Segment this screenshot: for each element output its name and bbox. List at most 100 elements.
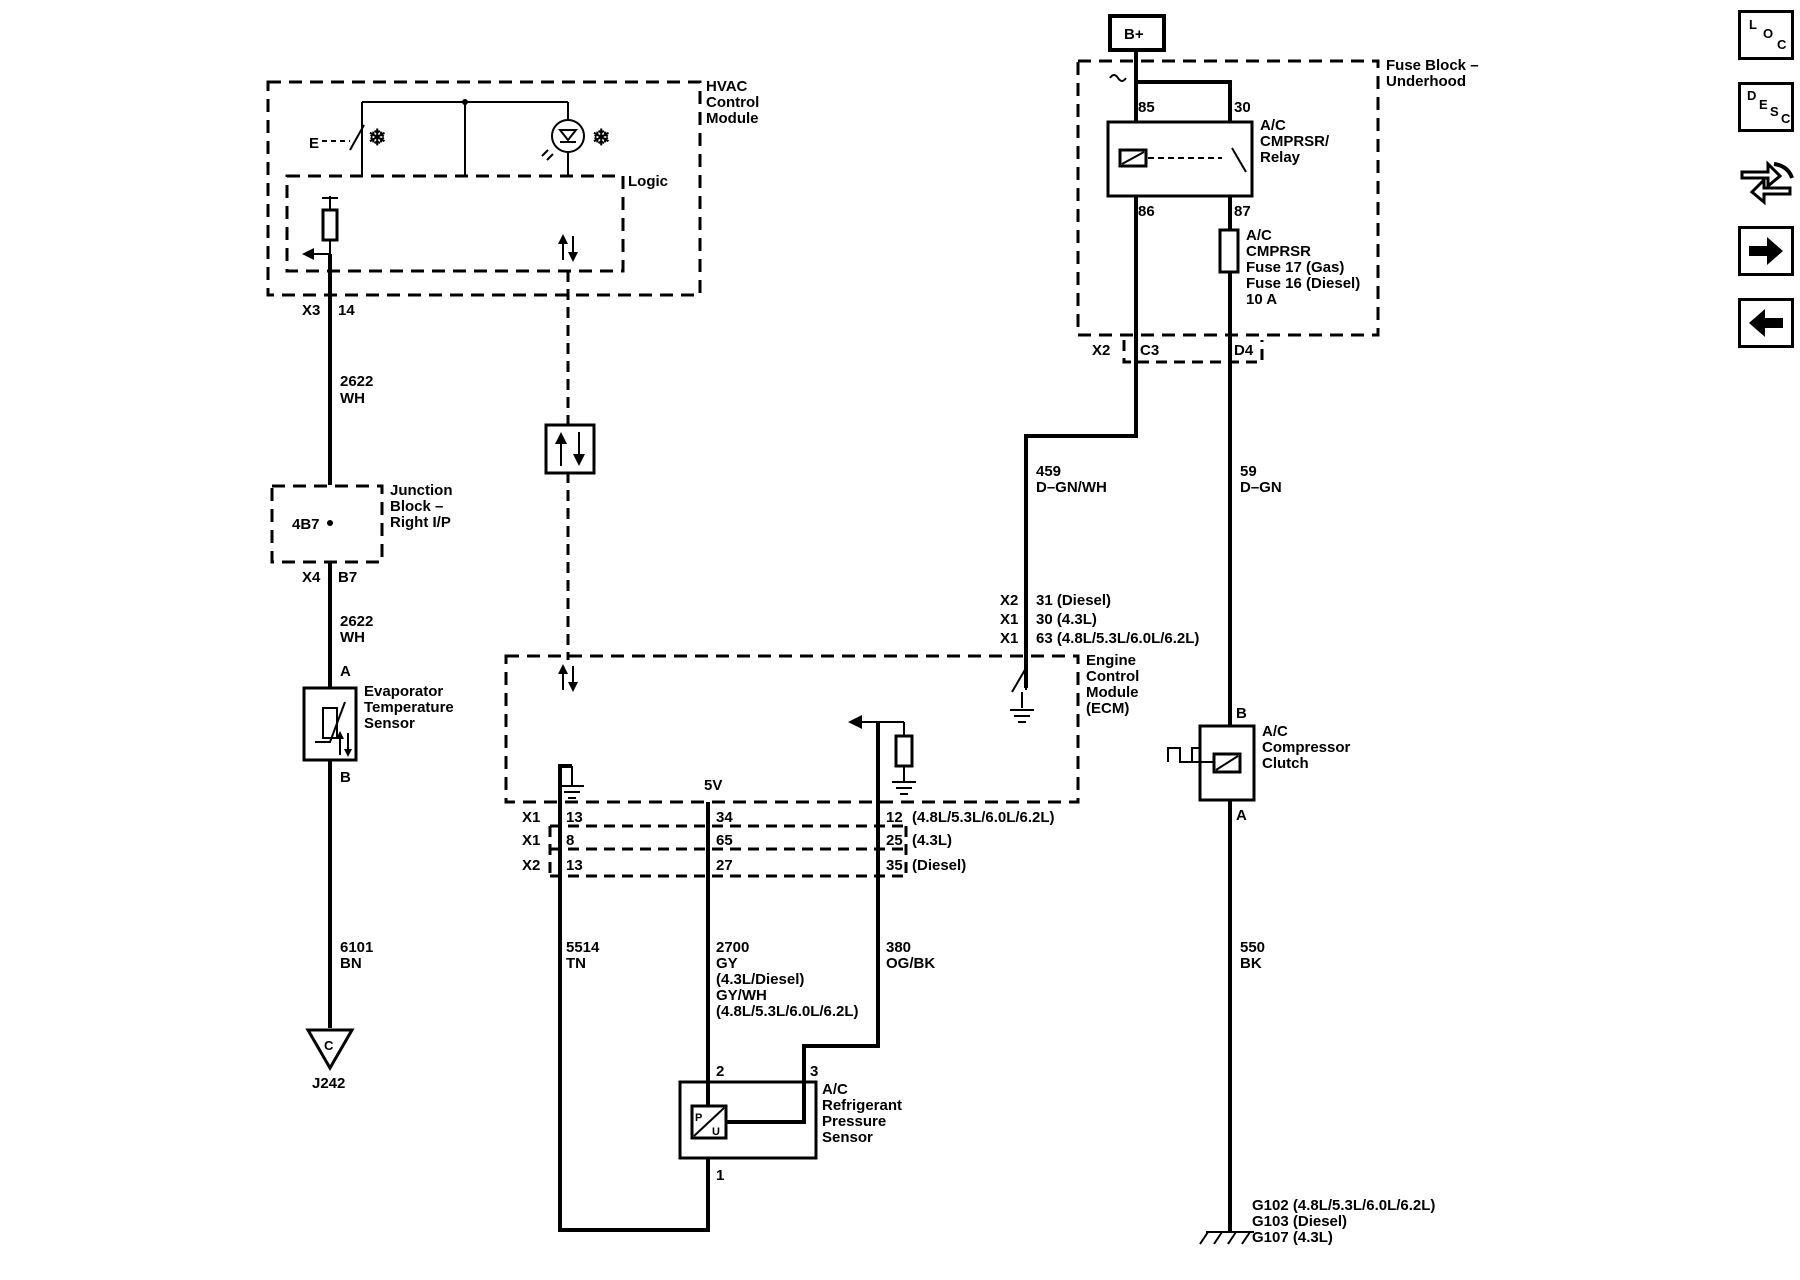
clutch-title-1: A/C <box>1262 723 1288 740</box>
relay-pin-87: 87 <box>1234 203 1251 220</box>
ac-refrigerant-pressure-sensor: P U 2 3 1 A/C Refrigerant Pressure Senso… <box>678 1063 902 1184</box>
ecm-title-2: Control <box>1086 668 1139 685</box>
fuse-title-3: Fuse 17 (Gas) <box>1246 259 1344 276</box>
wire-459-circuit: 459 <box>1036 463 1061 480</box>
ecm-row-1-connector: X1 <box>522 809 540 826</box>
ecm-row-3-pin-1: 13 <box>566 857 583 874</box>
wire-550-circuit: 550 <box>1240 939 1265 956</box>
ecm-row-3-pin-3: 35 <box>886 857 903 874</box>
jb-pin: B7 <box>338 569 357 586</box>
pressure-p: P <box>695 1112 702 1124</box>
wire-550-color: BK <box>1240 955 1262 972</box>
pressure-u: U <box>712 1126 720 1138</box>
jb-title-1: Junction <box>390 482 453 499</box>
wire-2700-line-4: (4.8L/5.3L/6.0L/6.2L) <box>716 1003 859 1020</box>
ecm-5v-label: 5V <box>704 777 722 794</box>
logic-label: Logic <box>628 173 668 190</box>
snowflake-icon-2: ❄ <box>592 125 610 150</box>
relay-title-3: Relay <box>1260 149 1301 166</box>
wire-5514-color: TN <box>566 955 586 972</box>
desc-letter-c: C <box>1781 111 1791 126</box>
evap-pin-b: B <box>340 769 351 786</box>
ecm-row-1-note: (4.8L/5.3L/6.0L/6.2L) <box>912 809 1055 826</box>
wire-2622-lower-circuit: 2622 <box>340 613 373 630</box>
clutch-pin-a: A <box>1236 807 1247 824</box>
loc-letter-l: L <box>1749 17 1757 32</box>
evap-title-3: Sensor <box>364 715 415 732</box>
pressure-title-3: Pressure <box>822 1113 886 1130</box>
ecm-row-3-pin-2: 27 <box>716 857 733 874</box>
wire-459-color: D–GN/WH <box>1036 479 1107 496</box>
wire-2622-lower-color: WH <box>340 629 365 646</box>
wire-2700-line-3: GY/WH <box>716 987 767 1004</box>
fuse-title-5: 10 A <box>1246 291 1277 308</box>
ecm-pin-row-1-pin: 31 (Diesel) <box>1036 592 1111 609</box>
hvac-title-1: HVAC <box>706 78 748 95</box>
wire-2700-line-2: (4.3L/Diesel) <box>716 971 804 988</box>
relay-title-1: A/C <box>1260 117 1286 134</box>
ecm-row-2-connector: X1 <box>522 832 540 849</box>
pressure-pin-3: 3 <box>810 1063 818 1080</box>
loc-letter-c: C <box>1777 37 1787 52</box>
next-button[interactable] <box>1738 226 1794 276</box>
fuse-block-pin-d4: D4 <box>1234 342 1254 359</box>
fuse-block-pin-c3: C3 <box>1140 342 1159 359</box>
ecm-pin-row-2-pin: 30 (4.3L) <box>1036 611 1097 628</box>
wire-59-circuit: 59 <box>1240 463 1257 480</box>
relay-pin-30: 30 <box>1234 99 1251 116</box>
ecm-row-3-note: (Diesel) <box>912 857 966 874</box>
wire-2622-color: WH <box>340 390 365 407</box>
serial-data-icon <box>544 423 596 475</box>
hvac-connector: X3 <box>302 302 320 319</box>
hvac-control-module: HVAC Control Module Logic E ❄ ❄ X3 14 <box>266 78 759 319</box>
clutch-title-2: Compressor <box>1262 739 1351 756</box>
wire-5514 <box>558 764 710 1232</box>
e-label: E <box>309 135 319 152</box>
engine-control-module: Engine Control Module (ECM) 5V X1 13 34 … <box>504 652 1139 878</box>
evap-pin-a: A <box>340 663 351 680</box>
wire-2622-circuit: 2622 <box>340 373 373 390</box>
ecm-row-2-pin-3: 25 <box>886 832 903 849</box>
relay-title-2: CMPRSR/ <box>1260 133 1330 150</box>
fuse-block-connector: X2 <box>1092 342 1110 359</box>
snowflake-icon: ❄ <box>368 125 386 150</box>
ecm-row-1-pin-1: 13 <box>566 809 583 826</box>
jb-title-3: Right I/P <box>390 514 451 531</box>
ecm-title-1: Engine <box>1086 652 1136 669</box>
ecm-row-2-pin-2: 65 <box>716 832 733 849</box>
ecm-pin-row-3-pin: 63 (4.8L/5.3L/6.0L/6.2L) <box>1036 630 1199 647</box>
pressure-pin-2: 2 <box>716 1063 724 1080</box>
ecm-row-2-pin-1: 8 <box>566 832 574 849</box>
connector-c-j242: C J242 <box>305 1028 355 1092</box>
ground-g107: G107 (4.3L) <box>1252 1229 1333 1246</box>
relay-pin-85: 85 <box>1138 99 1155 116</box>
ecm-row-1-pin-3: 12 <box>886 809 903 826</box>
previous-button[interactable] <box>1738 298 1794 348</box>
wire-380-circuit: 380 <box>886 939 911 956</box>
location-button[interactable]: L O C <box>1738 10 1794 60</box>
description-button[interactable]: D E S C <box>1738 82 1794 132</box>
desc-letter-e: E <box>1759 97 1768 112</box>
clutch-pin-b: B <box>1236 705 1247 722</box>
ecm-row-2-note: (4.3L) <box>912 832 952 849</box>
ground-g102: G102 (4.8L/5.3L/6.0L/6.2L) <box>1252 1197 1435 1214</box>
pressure-pin-1: 1 <box>716 1167 724 1184</box>
wire-459 <box>1024 196 1138 688</box>
ecm-row-1-pin-2: 34 <box>716 809 733 826</box>
wire-relay-30 <box>1136 80 1232 122</box>
pressure-title-4: Sensor <box>822 1129 873 1146</box>
desc-letter-d: D <box>1747 88 1757 103</box>
jb-connector: X4 <box>302 569 321 586</box>
ground-g103: G103 (Diesel) <box>1252 1213 1347 1230</box>
next-arrow-icon <box>1749 237 1783 265</box>
ecm-pin-row-1-connector: X2 <box>1000 592 1018 609</box>
connector-icon[interactable] <box>1738 156 1794 206</box>
jb-title-2: Block – <box>390 498 443 515</box>
evap-title-1: Evaporator <box>364 683 443 700</box>
fuse-title-2: CMPRSR <box>1246 243 1311 260</box>
ground-g102-g103-g107: G102 (4.8L/5.3L/6.0L/6.2L) G103 (Diesel)… <box>1199 1197 1435 1246</box>
ecm-row-3-connector: X2 <box>522 857 540 874</box>
fuse-title-1: A/C <box>1246 227 1272 244</box>
battery-positive: B+ <box>1108 14 1166 52</box>
